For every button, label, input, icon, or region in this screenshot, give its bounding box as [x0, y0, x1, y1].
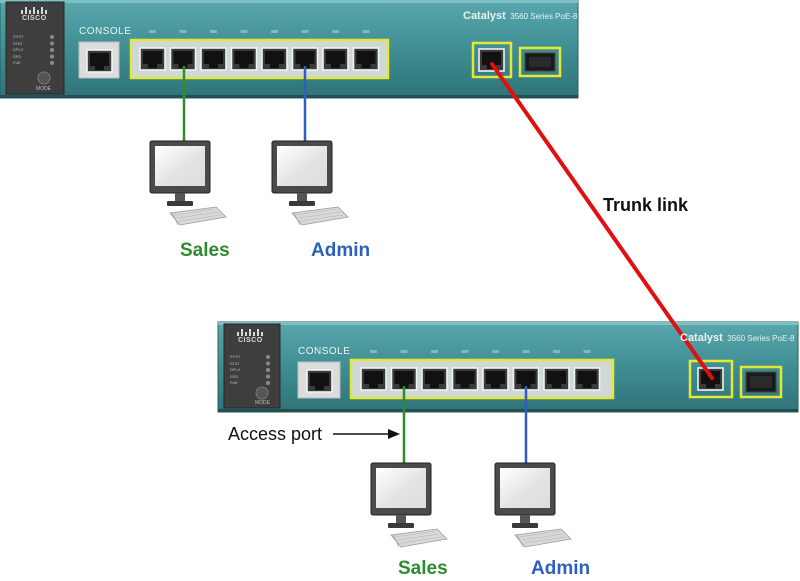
bottom-led-indicators [266, 355, 270, 385]
bottom-port-led-8 [583, 350, 591, 353]
top-switch [0, 0, 579, 99]
top-port-led-5 [271, 30, 278, 33]
bottom-cisco-logo-text: CISCO [238, 337, 263, 344]
access-port-arrow [333, 429, 400, 439]
top-brand-model: Catalyst [463, 10, 506, 22]
bottom-mode-label: MODE [255, 400, 270, 406]
top-port-led-7 [332, 30, 339, 33]
top-switch-front-panel [5, 1, 65, 95]
top-sfp-port[interactable] [518, 46, 562, 78]
bottom-sales-label: Sales [398, 558, 448, 579]
top-access-port-3[interactable] [200, 47, 227, 71]
top-access-port-7[interactable] [322, 47, 349, 71]
top-brand-series: 3560 Series PoE-8 [510, 12, 578, 21]
bottom-access-port-1[interactable] [360, 367, 387, 391]
top-port-led-6 [301, 30, 309, 33]
bottom-cisco-logo [237, 329, 263, 336]
bottom-access-port-3[interactable] [421, 367, 448, 391]
top-led-label-poe: PoE [13, 60, 21, 65]
bottom-switch-front-panel [223, 323, 281, 409]
top-mode-button[interactable] [37, 71, 51, 85]
bottom-led-labels: SYST STAT DPLX SPD PoE [230, 354, 240, 387]
bottom-led-label-syst: SYST [230, 354, 241, 359]
top-sales-computer[interactable] [149, 140, 227, 226]
bottom-access-port-8[interactable] [573, 367, 601, 391]
top-cisco-logo [21, 7, 47, 14]
bottom-access-port-4[interactable] [451, 367, 479, 391]
top-port-led-3 [210, 30, 217, 33]
bottom-led-label-spd: SPD [230, 373, 239, 379]
top-access-port-4[interactable] [230, 47, 258, 71]
top-sales-label: Sales [180, 240, 230, 261]
bottom-uplink-port-frame [688, 359, 734, 399]
bottom-port-led-3 [431, 350, 438, 353]
top-access-port-block [129, 38, 390, 80]
access-port-label: Access port [228, 424, 323, 444]
bottom-admin-label: Admin [531, 558, 591, 579]
top-access-port-1[interactable] [139, 47, 166, 71]
top-led-label-stat: STAT [13, 40, 23, 46]
top-port-led-1 [149, 30, 156, 33]
top-trunk-port[interactable] [478, 48, 505, 72]
bottom-led-label-dplx: DPLX [230, 367, 241, 372]
top-led-label-spd: SPD [13, 53, 22, 59]
bottom-access-port-5[interactable] [482, 367, 509, 391]
top-port-led-8 [362, 30, 370, 33]
bottom-port-led-4 [461, 350, 469, 353]
bottom-port-led-7 [553, 350, 560, 353]
top-admin-label: Admin [311, 240, 371, 261]
top-cisco-logo-text: CISCO [22, 15, 47, 22]
bottom-sales-computer[interactable] [370, 462, 448, 548]
bottom-port-led-6 [522, 350, 530, 353]
top-console-label: CONSOLE [79, 26, 132, 37]
top-led-labels: SYST STAT DPLX SPD PoE [13, 34, 23, 67]
top-led-indicators [50, 35, 54, 65]
bottom-port-led-5 [492, 350, 499, 353]
trunk-link-label: Trunk link [603, 195, 689, 215]
top-led-label-dplx: DPLX [13, 47, 24, 52]
top-admin-computer[interactable] [271, 140, 349, 226]
bottom-console-label: CONSOLE [298, 346, 351, 357]
top-mode-label: MODE [36, 86, 51, 92]
bottom-mode-button[interactable] [255, 386, 269, 400]
bottom-port-led-2 [400, 350, 408, 353]
bottom-port-led-1 [370, 350, 377, 353]
top-brand-label: Catalyst 3560 Series PoE-8 [463, 6, 577, 24]
top-access-port-8[interactable] [352, 47, 380, 71]
bottom-access-port-7[interactable] [543, 367, 570, 391]
bottom-brand-model: Catalyst [680, 332, 723, 344]
bottom-sfp-port[interactable] [739, 365, 783, 399]
bottom-led-label-poe: PoE [230, 380, 238, 385]
bottom-led-label-stat: STAT [230, 360, 240, 366]
bottom-brand-series: 3560 Series PoE-8 [727, 334, 795, 343]
top-console-port[interactable] [78, 41, 120, 79]
bottom-port-leds [370, 350, 591, 353]
top-port-leds [149, 30, 370, 33]
bottom-switch [217, 321, 799, 413]
bottom-admin-computer[interactable] [494, 462, 572, 548]
top-port-led-4 [240, 30, 248, 33]
bottom-brand-label: Catalyst 3560 Series PoE-8 [680, 328, 794, 346]
top-access-port-5[interactable] [261, 47, 288, 71]
top-led-label-syst: SYST [13, 34, 24, 39]
top-port-led-2 [179, 30, 187, 33]
top-uplink-port-frame [471, 41, 513, 79]
bottom-console-port[interactable] [297, 361, 341, 399]
trunk-link-cable [490, 62, 714, 380]
